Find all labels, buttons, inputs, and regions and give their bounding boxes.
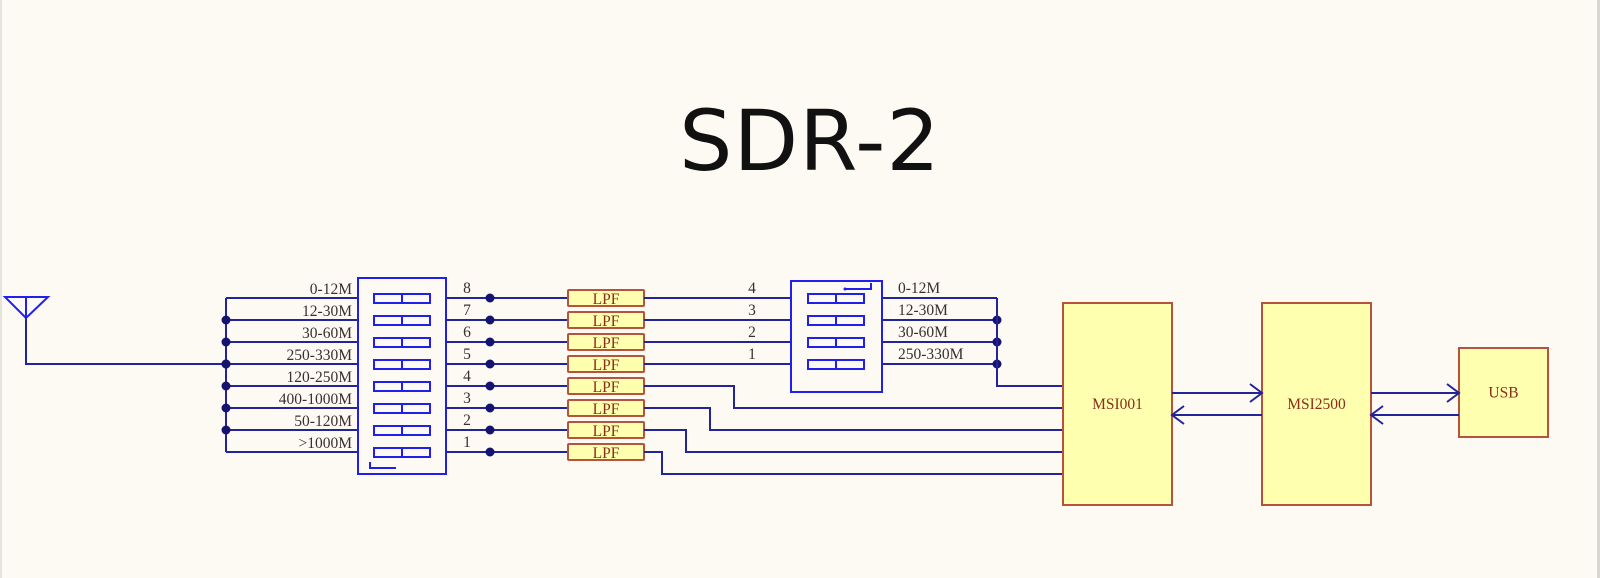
input-bus-junction bbox=[221, 425, 231, 435]
switch-pin-number: 5 bbox=[463, 346, 471, 363]
input-band-label: >1000M bbox=[298, 435, 352, 452]
usb-port-label: USB bbox=[1488, 385, 1518, 402]
switch-pin-number: 1 bbox=[463, 434, 471, 451]
usb-port bbox=[1458, 347, 1549, 438]
output-switch-pin-number: 3 bbox=[748, 302, 756, 319]
switch-output-junction bbox=[485, 447, 495, 457]
output-band-label: 0-12M bbox=[898, 280, 940, 297]
switch-output-junction bbox=[485, 315, 495, 325]
switch-pin-number: 4 bbox=[463, 368, 471, 385]
output-band-label: 30-60M bbox=[898, 324, 948, 341]
switch-pin1-marker bbox=[845, 283, 872, 290]
output-band-switch bbox=[790, 280, 883, 393]
adc-to-usb-arrow-head bbox=[1446, 383, 1461, 403]
output-bus-wire bbox=[996, 298, 1063, 387]
scrollbar[interactable] bbox=[1597, 0, 1600, 578]
msi2500-adc bbox=[1261, 302, 1372, 506]
lpf-label: LPF bbox=[593, 335, 620, 352]
direct-band-wire bbox=[644, 451, 1063, 475]
switch-output-junction bbox=[485, 403, 495, 413]
input-band-label: 0-12M bbox=[310, 281, 352, 298]
input-bus-junction bbox=[221, 337, 231, 347]
input-band-label: 120-250M bbox=[287, 369, 353, 386]
input-band-label: 250-330M bbox=[287, 347, 353, 364]
switch-pin-number: 6 bbox=[463, 324, 471, 341]
input-bus-junction bbox=[221, 403, 231, 413]
switch-pin1-dot bbox=[843, 287, 847, 291]
usb-to-adc-arrow-head bbox=[1369, 405, 1384, 425]
lpf-label: LPF bbox=[593, 423, 620, 440]
lpf-label: LPF bbox=[593, 379, 620, 396]
switch-pin-number: 8 bbox=[463, 280, 471, 297]
input-band-label: 12-30M bbox=[302, 303, 352, 320]
switch-pin-number: 7 bbox=[463, 302, 471, 319]
lpf-label: LPF bbox=[593, 401, 620, 418]
output-switch-pin-number: 2 bbox=[748, 324, 756, 341]
switch-pin-number: 2 bbox=[463, 412, 471, 429]
msi2500-adc-label: MSI2500 bbox=[1287, 396, 1346, 413]
msi001-tuner bbox=[1062, 302, 1173, 506]
switch-output-junction bbox=[485, 293, 495, 303]
lpf-label: LPF bbox=[593, 357, 620, 374]
switch-output-junction bbox=[485, 337, 495, 347]
page-left-edge bbox=[0, 0, 2, 578]
switch-output-junction bbox=[485, 425, 495, 435]
direct-band-wire bbox=[644, 385, 1063, 409]
diagram-title: SDR-2 bbox=[679, 92, 941, 190]
antenna-feed-wire bbox=[25, 318, 226, 365]
msi001-tuner-label: MSI001 bbox=[1092, 396, 1143, 413]
output-band-label: 250-330M bbox=[898, 346, 964, 363]
input-band-switch bbox=[357, 277, 447, 475]
input-bus-junction bbox=[221, 381, 231, 391]
tuner-to-adc-arrow-head bbox=[1249, 383, 1264, 403]
lpf-label: LPF bbox=[593, 445, 620, 462]
output-band-label: 12-30M bbox=[898, 302, 948, 319]
output-switch-pin-number: 1 bbox=[748, 346, 756, 363]
output-switch-pin-number: 4 bbox=[748, 280, 756, 297]
switch-pin-number: 3 bbox=[463, 390, 471, 407]
switch-pin1-marker bbox=[369, 462, 396, 469]
antenna-junction bbox=[221, 359, 231, 369]
direct-band-wire bbox=[644, 407, 1063, 431]
input-bus-junction bbox=[221, 315, 231, 325]
input-band-label: 30-60M bbox=[302, 325, 352, 342]
lpf-label: LPF bbox=[593, 291, 620, 308]
adc-to-tuner-arrow-head bbox=[1170, 405, 1185, 425]
switch-output-junction bbox=[485, 359, 495, 369]
switch-output-junction bbox=[485, 381, 495, 391]
direct-band-wire bbox=[644, 429, 1063, 453]
input-band-label: 400-1000M bbox=[279, 391, 352, 408]
lpf-label: LPF bbox=[593, 313, 620, 330]
input-band-label: 50-120M bbox=[294, 413, 352, 430]
